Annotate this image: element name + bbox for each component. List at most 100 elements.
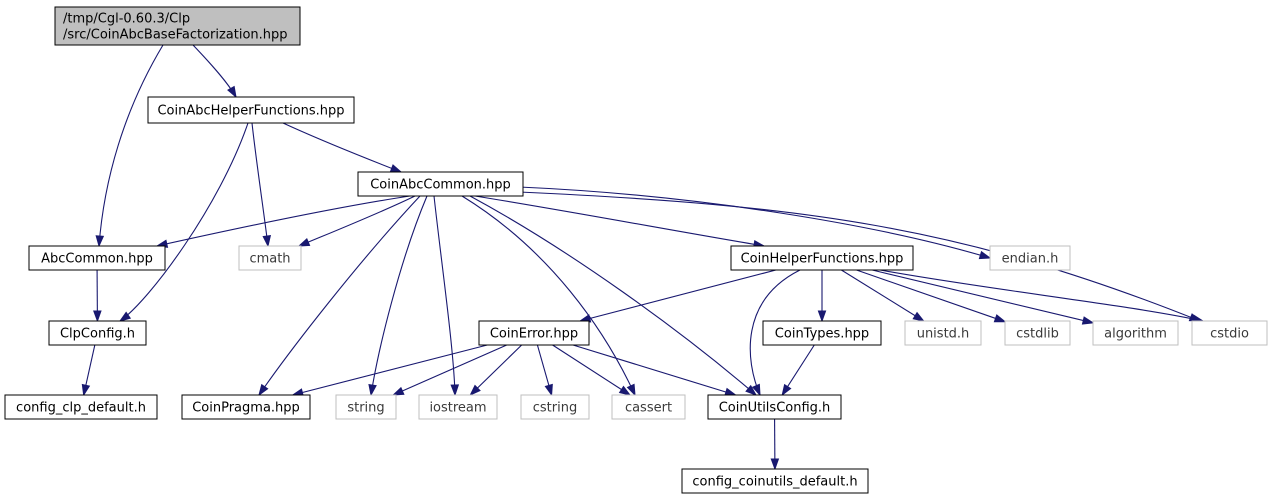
edge-abccommon_hpp-to-cstdio xyxy=(518,191,1201,322)
node-coin-helper[interactable]: CoinHelperFunctions.hpp xyxy=(730,245,914,271)
edge-coin_error-to-utils_config xyxy=(572,344,736,396)
node-cstdlib: cstdlib xyxy=(1004,320,1071,346)
node-box xyxy=(707,394,842,420)
node-label: CoinPragma.hpp xyxy=(192,401,300,416)
edge-abc_common-to-clp_config-arrowhead xyxy=(93,310,102,323)
node-label: CoinAbcCommon.hpp xyxy=(370,178,511,193)
edge-coin_helper-to-algorithm xyxy=(872,269,1094,324)
edge-coin_error-to-cstring-arrowhead xyxy=(544,383,553,397)
node-box xyxy=(762,320,882,346)
node-label: CoinHelperFunctions.hpp xyxy=(741,252,904,267)
edge-helper-to-cmath xyxy=(251,122,269,247)
node-abccommon-hpp[interactable]: CoinAbcCommon.hpp xyxy=(357,171,524,197)
edge-coin_helper-to-utils_config xyxy=(749,269,801,396)
edge-coin_helper-to-unistd xyxy=(841,269,924,322)
edge-coin_helper-to-coin_types-arrowhead xyxy=(817,310,827,323)
edge-coin_types-to-utils_config-arrowhead xyxy=(781,383,792,397)
node-label: /tmp/Cgl-0.60.3/Clp xyxy=(63,12,190,27)
node-label: CoinError.hpp xyxy=(490,327,578,342)
node-label: AbcCommon.hpp xyxy=(41,252,153,267)
node-config-coinutils[interactable]: config_coinutils_default.h xyxy=(681,468,869,494)
node-iostream: iostream xyxy=(418,394,498,420)
edge-coin_helper-to-cstdio xyxy=(879,269,1204,322)
node-label: config_clp_default.h xyxy=(16,401,146,416)
edge-coin_error-to-string-arrowhead xyxy=(391,386,405,396)
edge-coin_helper-to-algorithm-arrowhead xyxy=(1081,316,1095,325)
node-label: cassert xyxy=(625,401,672,416)
edge-helper-to-clp_config xyxy=(119,122,249,322)
node-endian: endian.h xyxy=(989,245,1071,271)
edge-abccommon_hpp-to-utils_config xyxy=(469,195,757,396)
edge-abccommon_hpp-to-coin_pragma-arrowhead xyxy=(258,383,269,397)
node-coin-types[interactable]: CoinTypes.hpp xyxy=(762,320,882,346)
edge-coin_error-to-coin_pragma xyxy=(292,344,488,396)
node-box xyxy=(418,394,498,420)
edge-abccommon_hpp-to-utils_config-arrowhead xyxy=(745,384,758,396)
node-box xyxy=(611,394,686,420)
node-box xyxy=(48,320,147,346)
node-coin-pragma[interactable]: CoinPragma.hpp xyxy=(181,394,311,420)
node-cmath: cmath xyxy=(238,245,302,271)
node-box xyxy=(335,394,397,420)
edge-utils_config-to-config_coinutils-arrowhead xyxy=(770,458,780,471)
node-box xyxy=(520,394,590,420)
edge-coin_helper-to-coin_error xyxy=(579,269,777,322)
node-box xyxy=(904,320,982,346)
node-label: cstdlib xyxy=(1016,327,1059,342)
edge-abccommon_hpp-to-abc_common xyxy=(156,195,411,247)
node-label: algorithm xyxy=(1104,327,1167,342)
node-cassert: cassert xyxy=(611,394,686,420)
file-nodes: /tmp/Cgl-0.60.3/Clp/src/CoinAbcBaseFacto… xyxy=(4,6,1268,494)
node-cstring: cstring xyxy=(520,394,590,420)
edge-coin_error-to-iostream xyxy=(469,344,523,396)
node-label: config_coinutils_default.h xyxy=(692,475,857,490)
node-coin-error[interactable]: CoinError.hpp xyxy=(478,320,590,346)
edge-coin_helper-to-unistd-arrowhead xyxy=(912,311,925,322)
node-cstdio: cstdio xyxy=(1191,320,1268,346)
node-label: ClpConfig.h xyxy=(60,327,135,342)
node-box xyxy=(147,96,355,124)
edge-helper-to-abccommon_hpp xyxy=(282,122,402,173)
node-label: CoinUtilsConfig.h xyxy=(719,401,831,416)
dependency-edges xyxy=(81,44,1205,471)
node-box xyxy=(730,245,914,271)
node-helper[interactable]: CoinAbcHelperFunctions.hpp xyxy=(147,96,355,124)
node-box xyxy=(181,394,311,420)
edge-root-to-abc_common-arrowhead xyxy=(95,235,105,248)
edge-helper-to-clp_config-arrowhead xyxy=(118,311,132,322)
edge-abccommon_hpp-to-cmath-arrowhead xyxy=(297,237,311,247)
node-string: string xyxy=(335,394,397,420)
node-box xyxy=(1191,320,1268,346)
node-box xyxy=(28,245,166,271)
node-box xyxy=(357,171,524,197)
node-box xyxy=(681,468,869,494)
node-abc-common[interactable]: AbcCommon.hpp xyxy=(28,245,166,271)
node-label: cmath xyxy=(249,252,290,267)
node-box xyxy=(4,394,158,420)
edge-coin_helper-to-utils_config-arrowhead xyxy=(751,383,761,397)
node-config-clp[interactable]: config_clp_default.h xyxy=(4,394,158,420)
edge-abccommon_hpp-to-cassert xyxy=(461,195,636,396)
edge-coin_error-to-cassert-arrowhead xyxy=(618,385,632,396)
edge-clp_config-to-config_clp-arrowhead xyxy=(81,383,91,397)
edge-abccommon_hpp-to-coin_pragma xyxy=(258,195,421,396)
node-box xyxy=(54,6,301,46)
edge-abccommon_hpp-to-endian-arrowhead xyxy=(978,250,992,260)
edge-coin_helper-to-cstdlib-arrowhead xyxy=(993,314,1007,323)
node-root[interactable]: /tmp/Cgl-0.60.3/Clp/src/CoinAbcBaseFacto… xyxy=(54,6,301,46)
edge-root-to-helper-arrowhead xyxy=(227,85,237,99)
edge-coin_error-to-utils_config-arrowhead xyxy=(724,387,737,397)
edge-helper-to-cmath-arrowhead xyxy=(262,235,272,248)
edge-coin_error-to-cassert xyxy=(552,344,631,396)
node-box xyxy=(1092,320,1179,346)
node-unistd: unistd.h xyxy=(904,320,982,346)
node-box xyxy=(478,320,590,346)
node-label: /src/CoinAbcBaseFactorization.hpp xyxy=(63,28,288,43)
node-box xyxy=(989,245,1071,271)
edge-abccommon_hpp-to-endian xyxy=(518,186,991,259)
node-label: CoinTypes.hpp xyxy=(775,327,869,342)
node-clp-config[interactable]: ClpConfig.h xyxy=(48,320,147,346)
node-utils-config[interactable]: CoinUtilsConfig.h xyxy=(707,394,842,420)
edge-root-to-abc_common xyxy=(98,44,164,247)
